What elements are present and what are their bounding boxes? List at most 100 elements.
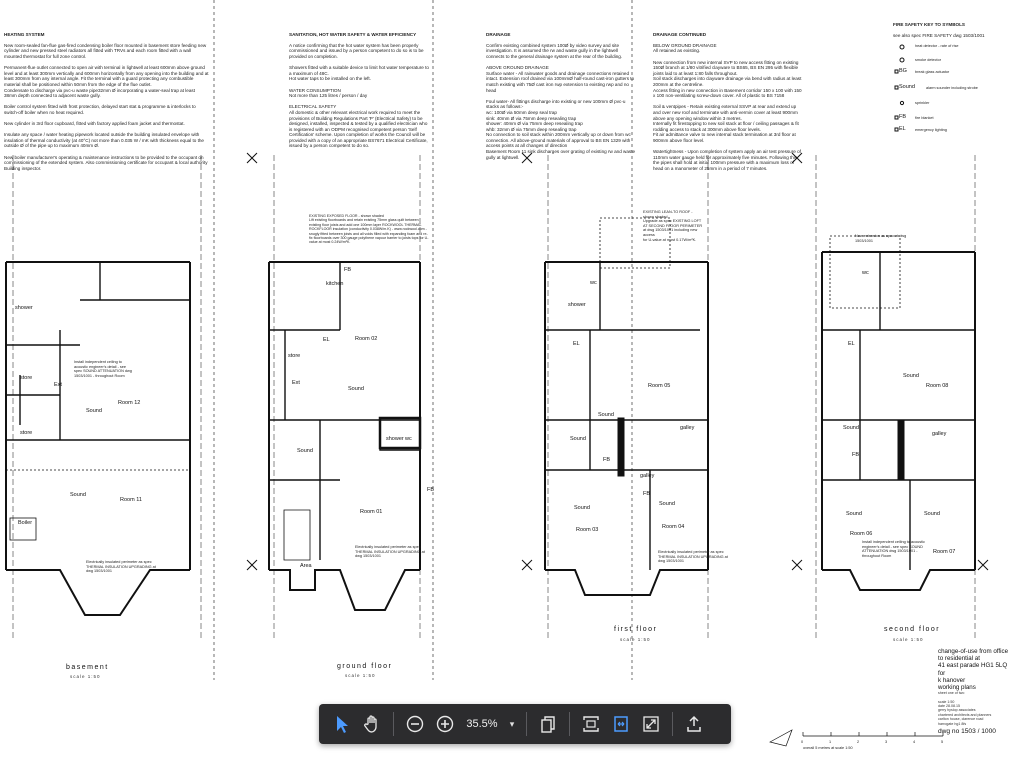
room-label: shower: [15, 305, 33, 311]
room-label: Room 02: [355, 336, 378, 342]
hand-tool-button[interactable]: [357, 709, 387, 739]
title-block: change-of-use from office to residential…: [938, 648, 1022, 735]
room-label: wc: [405, 436, 412, 442]
room-label: Room 11: [120, 497, 142, 503]
zoom-level[interactable]: 35.5%: [466, 718, 498, 730]
share-button[interactable]: [679, 709, 709, 739]
sound-symbol: Sound: [924, 511, 940, 517]
scale-tick-label: 2: [857, 740, 860, 744]
sound-symbol: Sound: [846, 511, 862, 517]
ext-symbol: Ext: [292, 380, 300, 386]
title-line: for: [938, 669, 946, 677]
page-copy-button[interactable]: [533, 709, 563, 739]
key-item-sounder: alarm sounder including strobe: [926, 86, 978, 90]
second-floor-extension-note: New extension as spec at dwg 1503/1001: [855, 234, 907, 243]
plan-title-ground-floor: ground floor: [337, 663, 393, 670]
key-subtitle: see also spec FIRE SAFETY dwg 1503/1001: [893, 32, 985, 38]
fit-page-icon: [583, 716, 599, 732]
zoom-out-button[interactable]: [400, 709, 430, 739]
key-item-fire-blanket: fire blanket: [915, 116, 934, 120]
zoom-dropdown[interactable]: ▾: [509, 718, 515, 729]
scale-tick-label: 1: [829, 740, 832, 744]
title-line: to residential at: [938, 655, 980, 663]
toolbar-divider: [569, 712, 570, 736]
room-label: wc: [590, 280, 597, 286]
sound-symbol: Sound: [903, 373, 919, 379]
scale-tick-label: 4: [913, 740, 916, 744]
notes-drainage: DRAINAGE Confirm existing combined syste…: [486, 26, 636, 166]
room-label: galley: [932, 431, 947, 437]
plan-title-first-floor: first floor: [614, 626, 658, 633]
room-label: store: [20, 375, 33, 381]
room-label: Room 08: [926, 383, 949, 389]
scale-tick-label: 0: [801, 740, 804, 744]
notes-heading: SANITATION, HOT WATER SAFETY & WATER EFF…: [289, 31, 417, 37]
notes-text: New room-sealed fan-flue gas-fired conde…: [4, 42, 209, 171]
sound-symbol: Sound: [348, 386, 364, 392]
emergency-light-symbol: EL: [848, 341, 855, 347]
expand-icon: [643, 716, 659, 732]
room-label: Room 12: [118, 400, 141, 406]
fire-blanket-symbol: FB: [344, 267, 352, 273]
room-label: store: [20, 430, 33, 436]
room-label: Room 05: [648, 383, 671, 389]
basement-thermal-note: Electrically insulated perimeter as spec…: [86, 560, 156, 574]
key-symbol-fb: FB: [899, 114, 907, 120]
key-item-heat-detector: heat detector - rate of rise: [915, 44, 959, 48]
plan-scale: scale 1:50: [345, 673, 376, 678]
emergency-light-symbol: EL: [573, 341, 580, 347]
room-label: Room 04: [662, 524, 685, 530]
select-tool-button[interactable]: [327, 709, 357, 739]
key-title: FIRE SAFETY KEY TO SYMBOLS: [893, 21, 965, 27]
ground-floor-existing-floor-note: EXISTING EXPOSED FLOOR - shown shaded Li…: [309, 214, 429, 245]
key-item-sprinkler: sprinkler: [915, 101, 930, 105]
toolbar-divider: [672, 712, 673, 736]
fullscreen-button[interactable]: [636, 709, 666, 739]
notes-heading: DRAINAGE: [486, 31, 511, 37]
notes-text: BELOW GROUND DRAINAGE All retained as ex…: [653, 42, 802, 171]
key-item-break-glass: break glass actuator: [915, 70, 950, 74]
drawing-number: dwg no 1503 / 1000: [938, 728, 996, 736]
room-label: Boiler: [18, 520, 33, 526]
room-label: shower: [568, 302, 586, 308]
notes-text: A notice confirming that the hot water s…: [289, 42, 429, 149]
scale-bar-label: overall 5 metres at scale 1:50: [803, 746, 853, 750]
room-label: Room 07: [933, 549, 956, 555]
scale-tick-label: 5: [941, 740, 944, 744]
emergency-light-symbol: EL: [323, 337, 330, 343]
zoom-out-icon: [406, 715, 424, 733]
title-line: change-of-use from office: [938, 648, 1009, 655]
room-label: shower: [386, 436, 404, 442]
room-label: Area: [300, 563, 312, 569]
fit-width-button[interactable]: [606, 709, 636, 739]
pointer-icon: [337, 716, 348, 733]
second-acoustic-note: Install independent ceiling to acoustic …: [862, 540, 925, 558]
fit-page-button[interactable]: [576, 709, 606, 739]
sound-symbol: Sound: [86, 408, 102, 414]
room-label: Room 01: [360, 509, 383, 515]
sound-symbol: Sound: [70, 492, 86, 498]
key-item-emergency-lighting: emergency lighting: [915, 128, 947, 132]
zoom-in-icon: [436, 715, 454, 733]
plan-scale: scale 1:50: [620, 637, 651, 642]
ground-thermal-note: Electrically insulated perimeter as spec…: [355, 545, 425, 559]
date-text: date 28.08.15: [938, 704, 960, 709]
notes-drainage-continued: DRAINAGE continued BELOW GROUND DRAINAGE…: [653, 26, 803, 177]
notes-heading: HEATING SYSTEM: [4, 31, 45, 37]
room-label: galley: [680, 425, 695, 431]
ext-symbol: Ext: [54, 382, 62, 388]
room-label: wc: [862, 270, 869, 276]
fire-blanket-symbol: FB: [643, 491, 651, 497]
share-icon: [687, 715, 701, 732]
notes-sanitation: SANITATION, HOT WATER SAFETY & WATER EFF…: [289, 26, 429, 155]
key-symbol-sound: Sound: [899, 84, 915, 90]
notes-heating: HEATING SYSTEM New room-sealed fan-flue …: [4, 26, 209, 177]
title-line: working plans: [938, 684, 976, 692]
room-label: Room 03: [576, 527, 599, 533]
fit-width-icon: [614, 716, 628, 732]
zoom-in-button[interactable]: [430, 709, 460, 739]
notes-text: Confirm existing combined system 100Ø by…: [486, 42, 636, 160]
scale-tick-label: 3: [885, 740, 888, 744]
sound-symbol: Sound: [574, 505, 590, 511]
